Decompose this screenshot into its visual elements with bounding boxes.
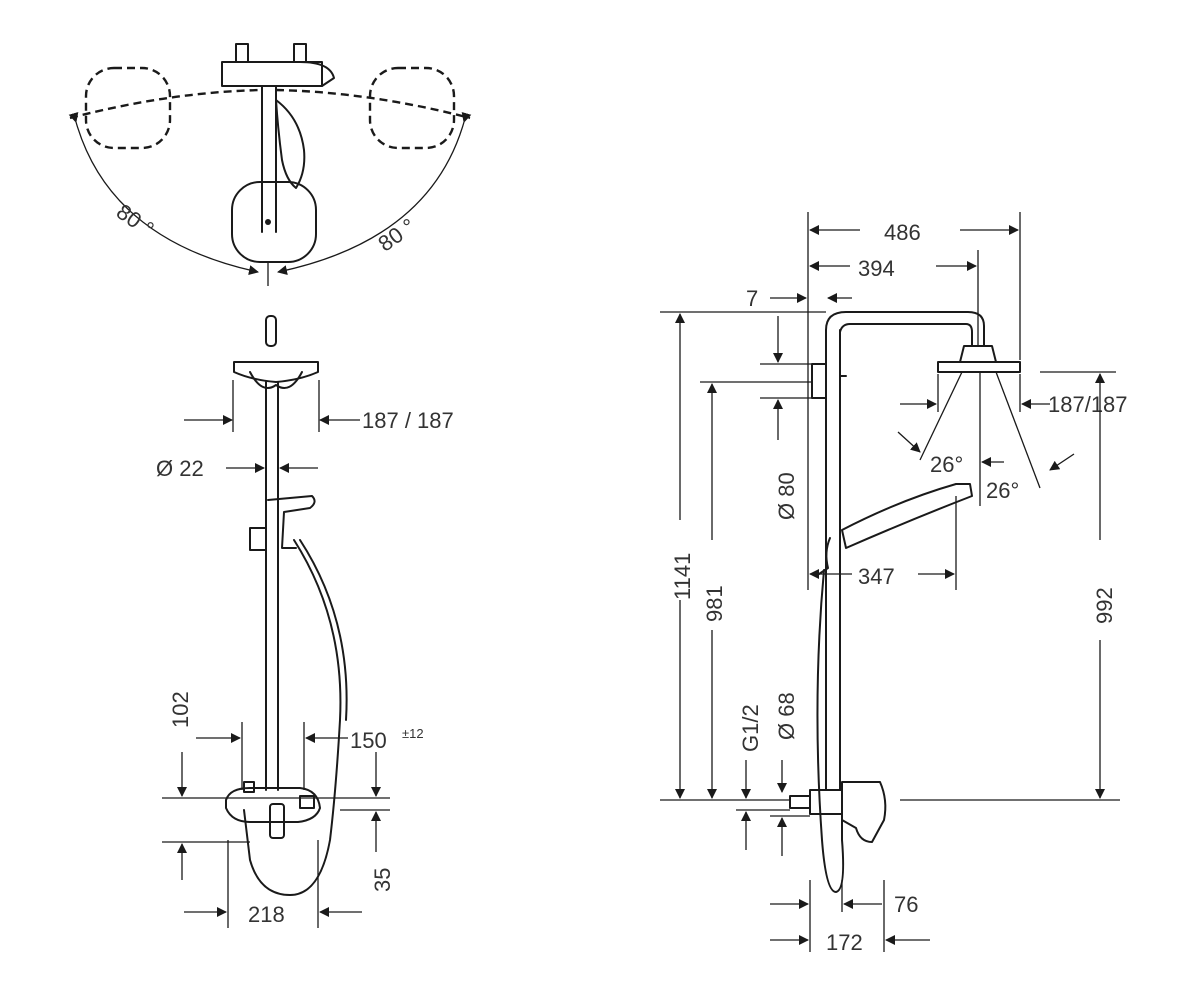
swing-position-left bbox=[84, 66, 172, 150]
spray-line-left bbox=[919, 371, 963, 461]
shower-head-top bbox=[231, 181, 317, 263]
dim-label-102: 102 bbox=[168, 691, 193, 728]
hand-shower-front bbox=[267, 495, 316, 549]
bracket-lever bbox=[299, 61, 335, 87]
dim-label-347: 347 bbox=[858, 564, 895, 589]
mixer-handle bbox=[269, 803, 285, 839]
mixer-body-side bbox=[809, 789, 843, 815]
dim-label-1141: 1141 bbox=[670, 553, 695, 600]
slider-side bbox=[815, 537, 831, 577]
wall-bracket-upper bbox=[811, 363, 827, 399]
dim-label-diameter-68: Ø 68 bbox=[774, 692, 799, 740]
angle-label-right: 80 ° bbox=[373, 213, 420, 256]
dim-label-shower-head: 187 / 187 bbox=[362, 408, 454, 433]
angle-arrow bbox=[897, 431, 921, 453]
spray-line-right bbox=[995, 371, 1041, 489]
hand-shower-side bbox=[841, 483, 973, 549]
swing-arm-left bbox=[69, 88, 263, 120]
dim-label-35: 35 bbox=[370, 868, 395, 892]
dim-label-486: 486 bbox=[884, 220, 921, 245]
angle-label-left: 80 ° bbox=[112, 199, 159, 242]
dim-label-angle-2: 26° bbox=[986, 478, 1019, 503]
bracket-tab-right bbox=[293, 43, 307, 63]
hose-outer bbox=[243, 539, 342, 896]
dim-label-218: 218 bbox=[248, 902, 285, 927]
dim-label-pipe-diameter: Ø 22 bbox=[156, 456, 204, 481]
mixer-inlet-side bbox=[789, 795, 811, 809]
angle-arc-right bbox=[277, 111, 472, 276]
dim-label-diameter-80: Ø 80 bbox=[774, 472, 799, 520]
angle-arc-left bbox=[68, 111, 259, 275]
dim-label-981: 981 bbox=[702, 585, 727, 622]
dim-label-7: 7 bbox=[746, 286, 758, 311]
wall-bracket bbox=[221, 61, 323, 87]
hand-shower-top bbox=[275, 99, 306, 189]
front-view: 187 / 187 Ø 22 102 150 ±12 35 218 bbox=[156, 315, 454, 928]
dim-label-angle-1: 26° bbox=[930, 452, 963, 477]
dim-label-spacing-tolerance: ±12 bbox=[402, 726, 424, 741]
shower-arm-inner bbox=[839, 323, 973, 347]
dim-label-172: 172 bbox=[826, 930, 863, 955]
dim-label-76: 76 bbox=[894, 892, 918, 917]
dim-label-394: 394 bbox=[858, 256, 895, 281]
swing-arm-right bbox=[275, 88, 471, 120]
dim-label-thread: G1/2 bbox=[738, 704, 763, 752]
bracket-tab-left bbox=[235, 43, 249, 63]
top-knob bbox=[265, 315, 277, 347]
mixer-inlet-left bbox=[243, 781, 255, 793]
shower-arm-outer bbox=[825, 311, 985, 347]
head-center bbox=[265, 219, 271, 225]
shower-head-front bbox=[233, 361, 319, 383]
mixer-handle-side bbox=[841, 781, 887, 843]
side-view: 26° 26° 486 394 7 Ø 80 1141 bbox=[660, 212, 1128, 955]
dim-label-992: 992 bbox=[1092, 587, 1117, 624]
shower-head-joint bbox=[959, 345, 997, 363]
slider-holder bbox=[249, 527, 267, 551]
top-view: 80 ° 80 ° bbox=[68, 43, 472, 286]
swing-position-right bbox=[368, 66, 456, 150]
mixer-outlet bbox=[299, 795, 315, 809]
dim-label-spacing: 150 bbox=[350, 728, 387, 753]
angle-arrow bbox=[1049, 453, 1075, 471]
hose-inner bbox=[299, 539, 348, 721]
shower-head-side bbox=[937, 361, 1021, 373]
dim-label-head: 187/187 bbox=[1048, 392, 1128, 417]
shower-head-connector bbox=[249, 371, 303, 389]
